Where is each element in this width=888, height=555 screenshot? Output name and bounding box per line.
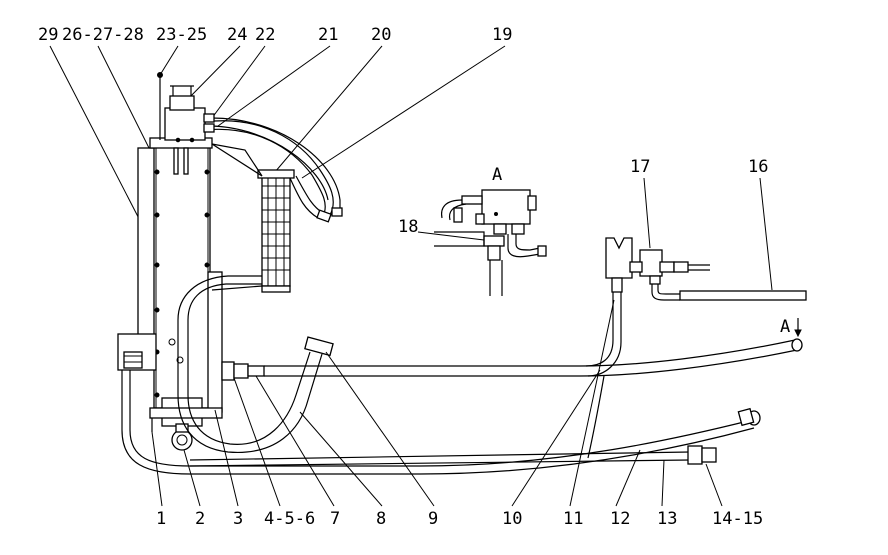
label-4-5-6: 4-5-6 [264,509,315,529]
leader-2 [183,449,201,507]
tank-bolts [154,169,210,398]
label-11: 11 [563,509,583,529]
leader-11 [569,299,615,507]
label-16: 16 [748,157,768,177]
label-18: 18 [398,217,418,237]
leader-26 [97,45,156,161]
leader-16 [759,177,773,291]
return-pipe-vertical [585,277,623,377]
label-17: 17 [630,157,650,177]
label-19: 19 [492,25,512,45]
filler-neck [164,107,206,141]
label-3: 3 [233,509,243,529]
side-panel [137,147,157,349]
label-12: 12 [610,509,630,529]
label-24: 24 [227,25,247,45]
leader-22 [211,45,266,119]
leader-18 [417,231,485,241]
leader-4 [233,377,281,507]
label-21: 21 [318,25,338,45]
temperature-sender [629,249,710,301]
leader-19 [301,45,506,179]
label-13: 13 [657,509,677,529]
view-a-arrow-label: A [780,317,790,337]
label-2: 2 [195,509,205,529]
label-9: 9 [428,509,438,529]
pipe-bracket [605,237,633,279]
leader-17 [643,177,651,249]
label-14-15: 14-15 [712,509,763,529]
leader-12 [615,449,641,507]
leader-3 [214,409,239,507]
label-22: 22 [255,25,275,45]
leader-14 [705,463,723,507]
leader-7 [255,375,335,507]
label-8: 8 [376,509,386,529]
valve-block-detail [434,189,547,296]
mount-bracket [207,271,223,413]
leader-13 [661,459,665,507]
leader-20 [274,45,383,173]
sensor-rod [679,290,807,301]
leader-1 [151,431,163,507]
leader-29 [49,45,151,241]
leader-10 [511,369,601,507]
filler-cap [169,95,195,111]
label-1: 1 [156,509,166,529]
view-a-title: A [492,165,502,185]
label-26-27-28: 26-27-28 [62,25,144,45]
cooler-fins [262,176,290,286]
label-20: 20 [371,25,391,45]
leader-21 [217,45,331,127]
bottom-hoses [121,370,761,475]
leader-9 [325,351,435,507]
leader-24 [184,45,241,103]
label-7: 7 [330,509,340,529]
leader-23 [159,45,179,76]
leader-8 [299,411,383,507]
label-23-25: 23-25 [156,25,207,45]
label-29: 29 [38,25,58,45]
hydraulic-tank [153,145,211,409]
hose-loop [177,275,334,453]
top-hoses [203,113,343,223]
label-10: 10 [502,509,522,529]
